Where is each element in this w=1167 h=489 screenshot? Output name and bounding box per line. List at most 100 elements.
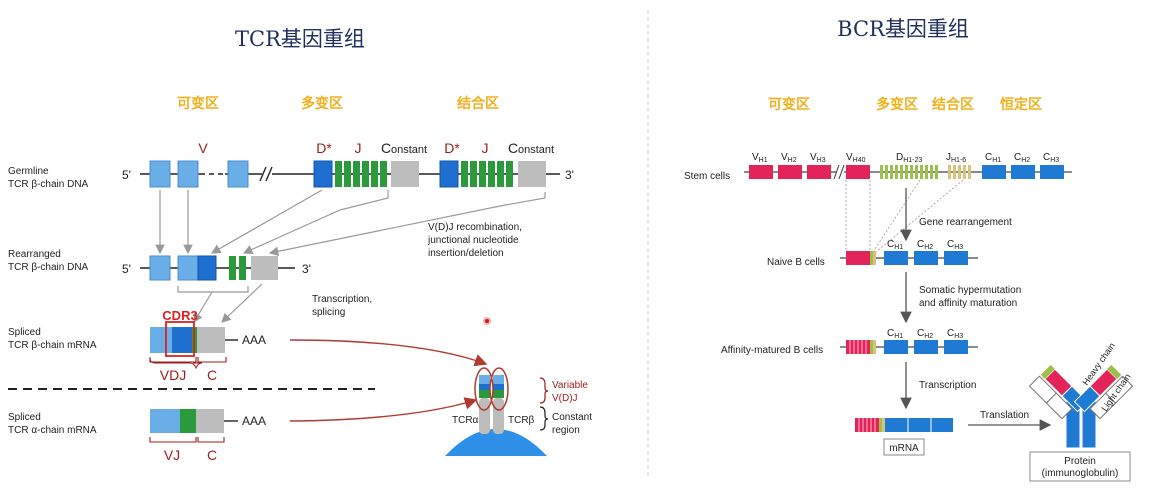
naive-ch1: CH1 <box>887 239 903 251</box>
germline-v-label: V <box>198 140 208 156</box>
spliced-alpha-label-1: Spliced <box>8 412 41 423</box>
rearranged-5prime: 5' <box>122 262 131 276</box>
germline-j-label: J <box>355 140 362 156</box>
translation-label: Translation <box>980 410 1029 421</box>
recombination-note-1: V(D)J recombination, <box>428 222 522 233</box>
matured-ch2: CH2 <box>917 328 933 340</box>
stem-v-segment <box>749 165 773 179</box>
germline-constant-C: C <box>381 140 391 156</box>
gene-rearrangement-label: Gene rearrangement <box>919 217 1012 228</box>
alpha-c-bracket <box>197 437 225 443</box>
germline-constant-rest: onstant <box>391 144 427 156</box>
germline-d-label-2: D* <box>444 140 460 156</box>
beta-mrna-d <box>172 327 192 353</box>
stem-cells-label: Stem cells <box>684 171 730 182</box>
stem-c-segment <box>982 165 1006 179</box>
bcr-region-joining: 结合区 <box>932 96 974 113</box>
tcr-receptor <box>445 367 547 456</box>
rearranged-3prime: 3' <box>302 262 311 276</box>
rearranged-v-segment <box>149 255 171 281</box>
naive-c <box>914 251 938 265</box>
naive-b-cells-label: Naive B cells <box>767 257 825 268</box>
transcription-label: Transcription <box>919 380 976 391</box>
stem-c-segment <box>1011 165 1035 179</box>
beta-to-receptor-arrow <box>289 339 488 367</box>
naive-c <box>944 251 968 265</box>
cdr3-box <box>165 321 195 357</box>
variable-label-2: V(D)J <box>552 393 578 404</box>
bcr-region-constant: 恒定区 <box>1000 96 1042 113</box>
alpha-mrna-j <box>180 409 196 433</box>
bcr-mrna <box>855 418 953 432</box>
tcr-region-diversity: 多变区 <box>301 95 343 112</box>
mrna-box <box>883 438 925 456</box>
protein-label-2: (immunoglobulin) <box>1042 468 1119 479</box>
matured-c <box>914 340 938 354</box>
beta-mrna-polyA: AAA <box>242 333 266 347</box>
germline-3prime: 3' <box>565 168 574 182</box>
spliced-beta-label-1: Spliced <box>8 327 41 338</box>
spliced-beta-label-2: TCR β-chain mRNA <box>8 340 97 351</box>
splicing-brackets <box>177 283 263 324</box>
tcr-region-joining: 结合区 <box>457 95 499 112</box>
germline-d-segment-2 <box>439 160 459 188</box>
mrna-label: mRNA <box>889 443 919 454</box>
tcr-title: TCR基因重组 <box>235 27 365 51</box>
germline-constant-2 <box>518 161 546 187</box>
protein-box <box>1029 451 1131 482</box>
constant-region-label-1: Constant <box>552 412 592 423</box>
germline-j-label-2: J <box>482 140 489 156</box>
germline-v-segment <box>177 160 199 188</box>
affinity-matured-label: Affinity-matured B cells <box>721 345 823 356</box>
germline-d-label: D* <box>316 140 332 156</box>
rearranged-j-segment <box>229 256 236 280</box>
seg-label-vh3: VH3 <box>810 152 826 164</box>
protein-label-1: Protein <box>1064 456 1096 467</box>
stem-d-cluster <box>880 165 938 179</box>
naive-ch3: CH3 <box>947 239 963 251</box>
cdr3-label: CDR3 <box>162 308 197 323</box>
rearranged-d-segment <box>197 255 217 281</box>
vdj-bracket <box>149 357 197 363</box>
germline-label-2: TCR β-chain DNA <box>8 179 89 190</box>
naive-c <box>884 251 908 265</box>
stem-v-segment <box>807 165 831 179</box>
tcr-region-variable: 可变区 <box>177 95 219 112</box>
naive-ch2: CH2 <box>917 239 933 251</box>
stem-v-segment <box>846 165 870 179</box>
rearranged-constant <box>251 256 278 280</box>
seg-label-vh40: VH40 <box>846 152 866 164</box>
germline-constant-C-2: C <box>508 140 518 156</box>
recombination-note-3: insertion/deletion <box>428 248 504 259</box>
constant-region-label-2: region <box>552 425 580 436</box>
matured-c <box>884 340 908 354</box>
rearrangement-guides <box>845 179 964 253</box>
alpha-to-receptor-arrow <box>289 397 478 422</box>
transcription-note-2: splicing <box>312 307 345 318</box>
stem-j-cluster <box>948 165 971 179</box>
matured-ch1: CH1 <box>887 328 903 340</box>
bcr-region-variable: 可变区 <box>768 96 810 113</box>
germline-v-segment <box>227 160 249 188</box>
seg-label-ch1: CH1 <box>985 152 1001 164</box>
variable-label-1: Variable <box>552 380 588 391</box>
rearranged-v-segment <box>177 255 199 281</box>
germline-constant-rest-2: onstant <box>518 144 554 156</box>
stem-c-segment <box>1040 165 1064 179</box>
bcr-title: BCR基因重组 <box>837 17 969 41</box>
matured-v <box>846 340 870 354</box>
matured-c <box>944 340 968 354</box>
bcr-panel: BCR基因重组 可变区 多变区 结合区 恒定区 Stem cells <box>684 17 1134 482</box>
hypermutation-label-1: Somatic hypermutation <box>919 285 1021 296</box>
matured-ch3: CH3 <box>947 328 963 340</box>
seg-label-dh: DH1-23 <box>896 152 922 164</box>
germline-j-cluster <box>335 161 387 187</box>
beta-c-label: C <box>207 367 217 383</box>
stem-v-segment <box>778 165 802 179</box>
seg-label-ch2: CH2 <box>1014 152 1030 164</box>
beta-mrna-v <box>150 327 172 353</box>
naive-v <box>846 251 870 265</box>
spliced-alpha-label-2: TCR α-chain mRNA <box>8 425 97 436</box>
rearranged-label-1: Rearranged <box>8 249 61 260</box>
